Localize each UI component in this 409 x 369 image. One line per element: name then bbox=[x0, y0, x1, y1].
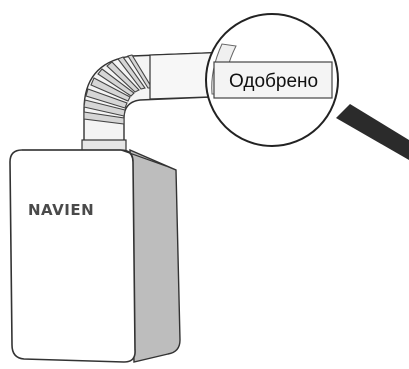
magnifier: Одобрено bbox=[205, 13, 409, 160]
brand-logo: NAVIEN bbox=[28, 201, 94, 219]
approval-label: Одобрено bbox=[229, 71, 318, 92]
boiler: NAVIEN bbox=[9, 148, 181, 363]
